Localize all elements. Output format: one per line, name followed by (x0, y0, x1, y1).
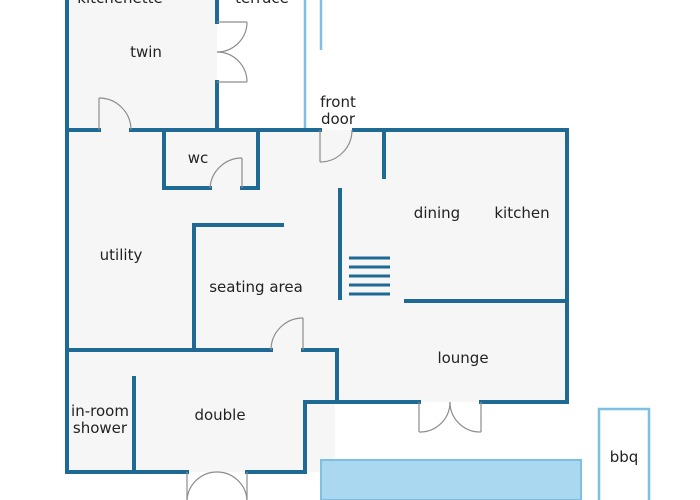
label-wc: wc (188, 149, 209, 167)
front-door (319, 129, 353, 163)
label-kitchen: kitchen (494, 204, 549, 222)
staircase (349, 256, 390, 296)
label-in-room-shower-line1: in-room (71, 402, 129, 420)
lounge-patio-door (418, 401, 482, 433)
twin-door (98, 97, 132, 131)
label-dining: dining (414, 204, 460, 222)
label-double: double (194, 406, 245, 424)
bbq-area (597, 407, 651, 500)
label-kitchenette: kitchenette (77, 0, 162, 7)
twin-room-area (67, 0, 217, 130)
label-front-door-line1: front (320, 93, 356, 111)
label-front-door-line2: door (321, 110, 356, 128)
pool (320, 459, 582, 500)
twin-terrace-door (216, 21, 248, 83)
room-labels: kitchenette terrace twin front door wc d… (71, 0, 638, 466)
label-in-room-shower-line2: shower (73, 419, 128, 437)
label-lounge: lounge (437, 349, 488, 367)
double-exterior-door (186, 471, 248, 500)
wc-door (209, 157, 243, 189)
label-terrace: terrace (235, 0, 289, 7)
label-seating-area: seating area (209, 278, 303, 296)
double-door (270, 317, 304, 351)
lower-wing-area (67, 350, 335, 472)
walls (65, 0, 569, 474)
label-bbq: bbq (610, 448, 639, 466)
label-twin: twin (130, 43, 162, 61)
label-utility: utility (100, 246, 143, 264)
